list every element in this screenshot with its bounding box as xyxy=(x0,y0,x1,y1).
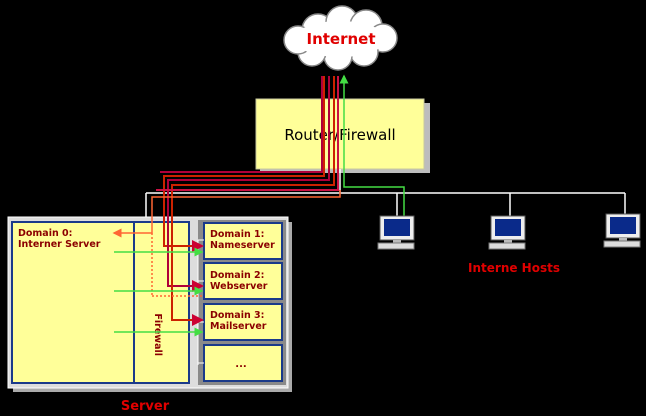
router-firewall-label: Router/Firewall xyxy=(284,126,395,144)
lan-bus xyxy=(145,169,626,217)
internal-host-3 xyxy=(603,213,641,248)
domain-more-label: ... xyxy=(235,359,246,370)
domain0-line2: Interner Server xyxy=(18,239,101,250)
domain1-box xyxy=(203,222,283,260)
domain2-line2: Webserver xyxy=(210,281,268,292)
domain1-line2: Nameserver xyxy=(210,240,275,251)
domain1-line1: Domain 1: xyxy=(210,229,264,240)
internal-hosts-label: Interne Hosts xyxy=(468,261,560,275)
domain0-box xyxy=(11,221,190,384)
firewall-label: Firewall xyxy=(152,313,163,356)
internal-host-2 xyxy=(488,215,526,250)
internet-cloud: Internet xyxy=(283,5,398,71)
server-label: Server xyxy=(121,399,170,414)
router-firewall-box xyxy=(255,98,425,170)
domain2-line1: Domain 2: xyxy=(210,270,264,281)
domain3-line2: Mailserver xyxy=(210,321,267,332)
domain3-line1: Domain 3: xyxy=(210,310,264,321)
internal-host-1 xyxy=(377,215,415,250)
internet-label: Internet xyxy=(306,30,375,48)
domain0-line1: Domain 0: xyxy=(18,228,72,239)
domain3-box xyxy=(203,303,283,341)
